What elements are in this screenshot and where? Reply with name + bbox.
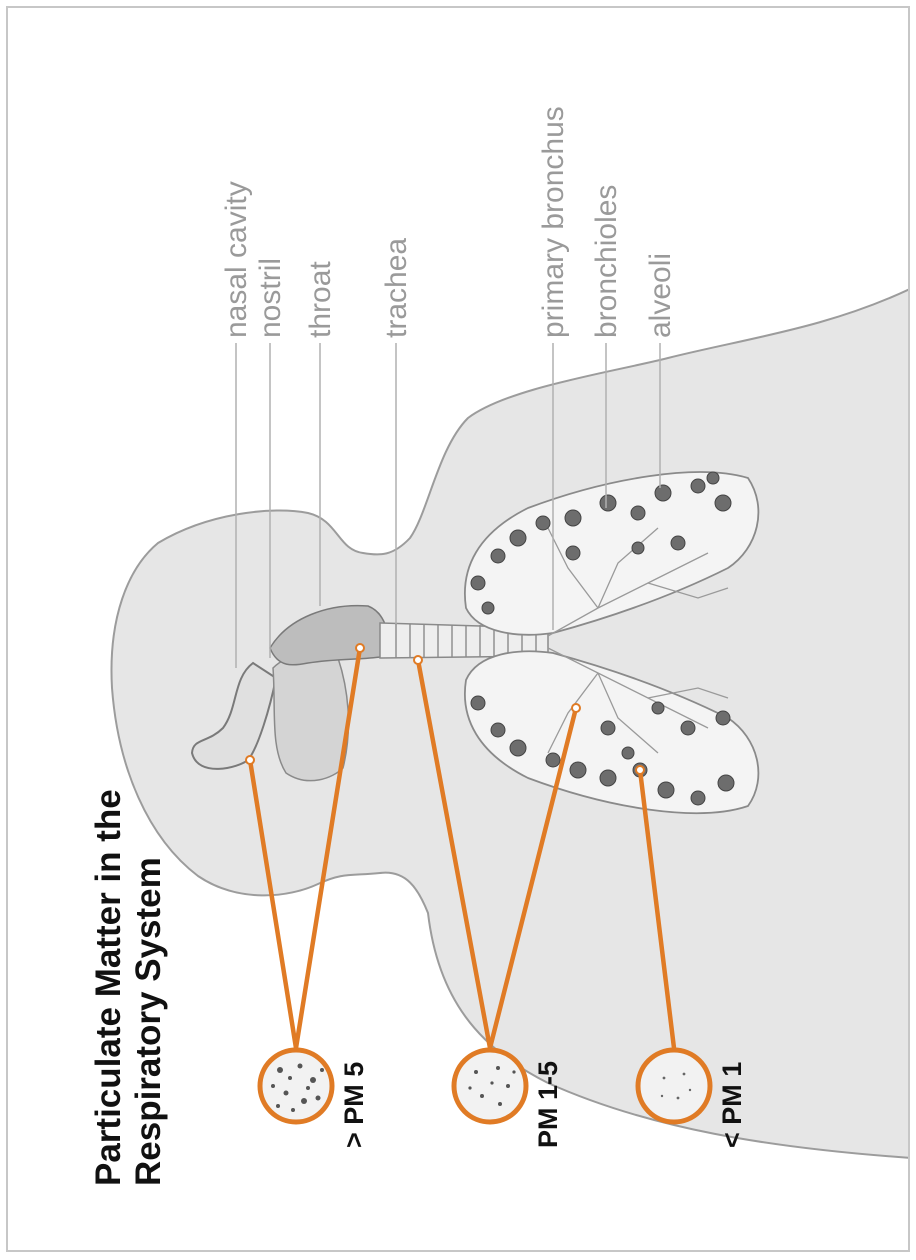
pm-circle-large	[260, 1050, 332, 1122]
label-primary-bronchus: primary bronchus	[537, 106, 570, 338]
label-bronchioles: bronchioles	[590, 185, 623, 338]
pm-label-medium: PM 1-5	[533, 1061, 563, 1148]
label-throat: throat	[304, 261, 337, 338]
pm-circle-medium	[454, 1050, 526, 1122]
pm-circle-small	[638, 1050, 710, 1122]
pm-label-small: < PM 1	[717, 1062, 747, 1148]
diagram-title-line-2: Respiratory System	[129, 857, 168, 1186]
pm-label-large: > PM 5	[339, 1062, 369, 1148]
respiratory-diagram: nasal cavity nostril throat trachea prim…	[8, 8, 910, 1252]
diagram-frame: nasal cavity nostril throat trachea prim…	[6, 6, 910, 1252]
label-trachea: trachea	[380, 238, 413, 338]
mouth-shape	[273, 653, 348, 781]
label-alveoli: alveoli	[644, 253, 677, 338]
label-nasal-cavity: nasal cavity	[220, 181, 253, 338]
diagram-title-line-1: Particulate Matter in the	[89, 789, 128, 1186]
label-nostril: nostril	[254, 258, 287, 338]
